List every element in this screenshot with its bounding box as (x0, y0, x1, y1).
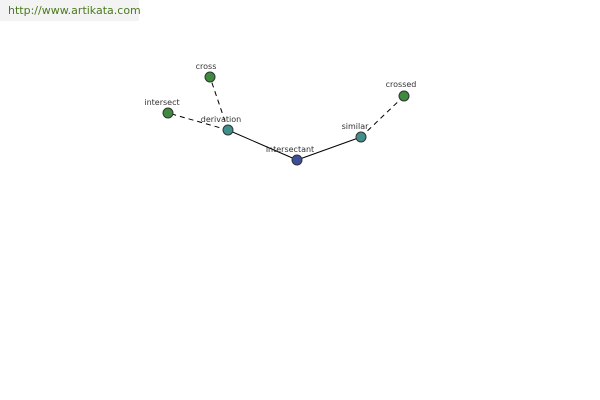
node-intersectant[interactable]: intersectant (266, 145, 314, 166)
edge-intersectant-similar (296, 136, 362, 161)
node-crossed[interactable]: crossed (386, 80, 417, 102)
node-similar[interactable]: similar (342, 122, 370, 143)
node-derivation-label: derivation (201, 115, 241, 124)
node-cross[interactable]: cross (196, 62, 217, 83)
node-derivation-dot[interactable] (222, 124, 234, 136)
edge-intersectant-derivation (227, 129, 298, 161)
nodes-layer: intersectant derivation similar cross in… (144, 62, 417, 166)
node-cross-label: cross (196, 62, 217, 71)
edge-derivation-cross (209, 76, 229, 131)
node-intersect[interactable]: intersect (144, 98, 180, 119)
node-intersect-dot[interactable] (162, 107, 174, 119)
node-intersectant-dot[interactable] (291, 154, 303, 166)
node-crossed-label: crossed (386, 80, 417, 89)
edge-similar-crossed (360, 95, 405, 138)
node-similar-dot[interactable] (355, 131, 367, 143)
node-crossed-dot[interactable] (398, 90, 410, 102)
edges-layer (167, 76, 405, 161)
node-cross-dot[interactable] (204, 71, 216, 83)
node-intersect-label: intersect (144, 98, 179, 107)
node-similar-label: similar (342, 122, 370, 131)
url-banner[interactable]: http://www.artikata.com (0, 0, 141, 21)
node-intersectant-label: intersectant (266, 145, 314, 154)
url-link[interactable]: http://www.artikata.com (8, 4, 141, 17)
edge-derivation-intersect (167, 112, 229, 131)
node-derivation[interactable]: derivation (201, 115, 241, 136)
